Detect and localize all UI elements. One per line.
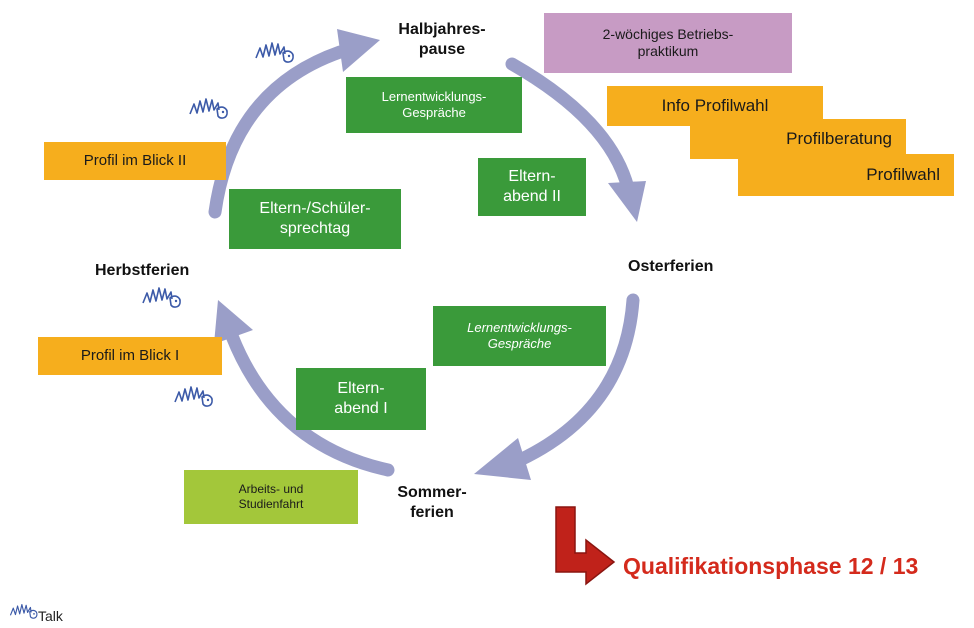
arrow-sommer-to-herbst	[225, 329, 395, 477]
label-herbstferien: Herbstferien	[95, 262, 190, 279]
arrow-herbst-to-halbjahr	[208, 45, 347, 219]
box-elternabend-2: Eltern- abend II	[478, 158, 586, 216]
box-profilberatung: Profilberatung	[690, 119, 906, 159]
arrow-head-herbst	[214, 300, 253, 344]
box-arbeits-und-studienfahrt: Arbeits- und Studienfahrt	[184, 470, 358, 524]
hedgehog-icon	[189, 98, 228, 119]
box-lernentwicklungsgespraeche-top: Lernentwicklungs- Gespräche	[346, 77, 522, 133]
arrow-head-sommer	[474, 438, 531, 480]
arrow-head-oster	[608, 181, 646, 222]
legend-hedgehog-icon	[9, 603, 38, 619]
hedgehog-icon	[255, 42, 294, 63]
hedgehog-icon	[174, 386, 213, 407]
box-profilwahl: Profilwahl	[738, 154, 954, 196]
label-sommerferien: Sommer- ferien	[397, 484, 467, 521]
hedgehog-icon	[142, 287, 181, 308]
arrow-halbjahr-to-oster	[505, 57, 635, 195]
label-osterferien: Osterferien	[628, 258, 714, 275]
legend-talk-label: Talk	[38, 608, 63, 624]
arrow-oster-to-sommer	[513, 293, 640, 467]
box-lernentwicklungsgespraeche-bottom: Lernentwicklungs- Gespräche	[433, 306, 606, 366]
box-eltern-schueler-sprechtag: Eltern-/Schüler- sprechtag	[229, 189, 401, 249]
qualifikationsphase-label: Qualifikationsphase 12 / 13	[623, 553, 919, 579]
box-profil-im-blick-2: Profil im Blick II	[44, 142, 226, 180]
box-elternabend-1: Eltern- abend I	[296, 368, 426, 430]
label-halbjahrespause: Halbjahres- pause	[398, 21, 486, 58]
box-betriebspraktikum: 2-wöchiges Betriebs- praktikum	[544, 13, 792, 73]
arrow-head-halbjahr	[337, 29, 380, 72]
box-profil-im-blick-1: Profil im Blick I	[38, 337, 222, 375]
qualifikation-arrow	[555, 506, 616, 586]
